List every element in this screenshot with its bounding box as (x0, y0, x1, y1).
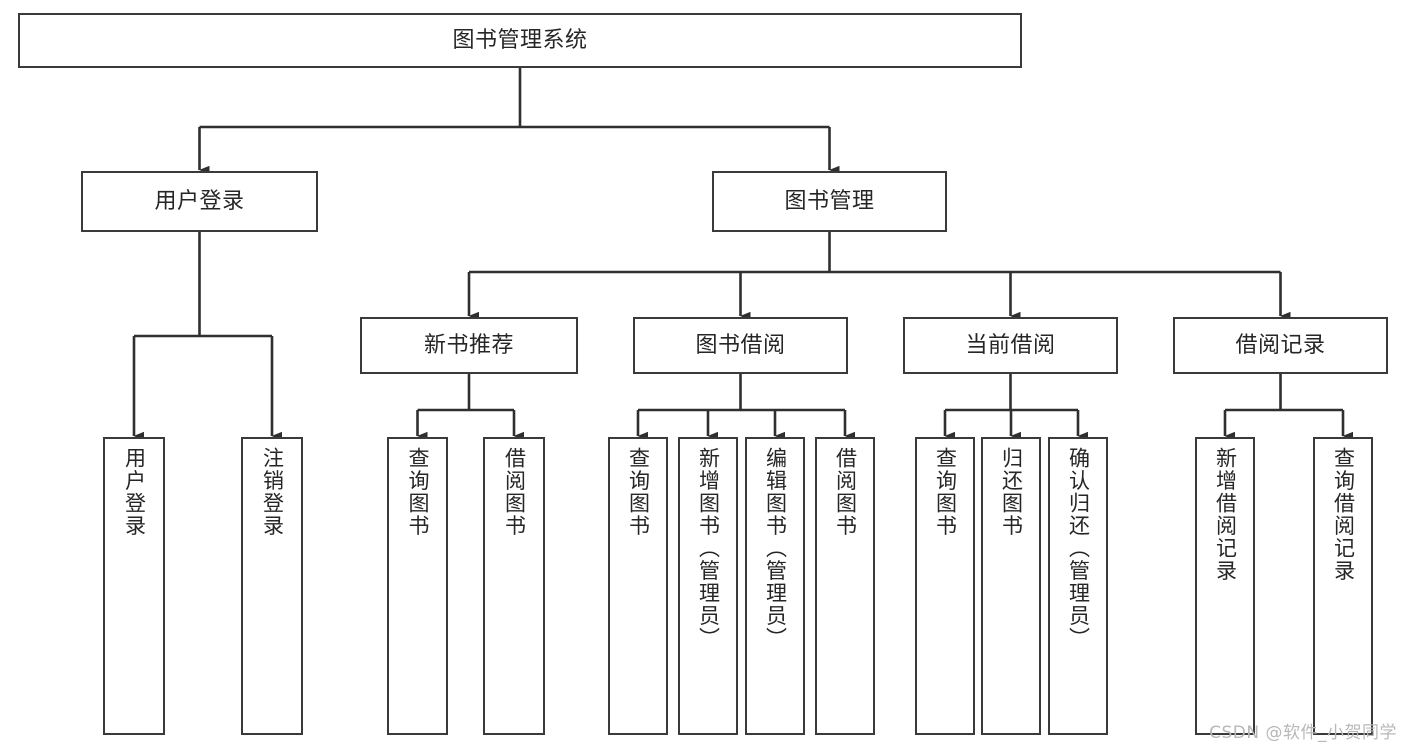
node-root[interactable]: 图书管理系统 (18, 13, 1022, 68)
node-borrow-record[interactable]: 借阅记录 (1173, 317, 1388, 374)
node-label-leaf-query-book-1: 查询图书 (406, 447, 430, 537)
node-label-leaf-query-book-3: 查询图书 (933, 447, 958, 537)
node-user-login[interactable]: 用户登录 (81, 171, 318, 232)
node-book-manage[interactable]: 图书管理 (712, 171, 947, 232)
node-label-borrow-record: 借阅记录 (1235, 332, 1326, 358)
node-leaf-borrow-book-2[interactable]: 借阅图书 (815, 437, 875, 735)
node-leaf-add-record[interactable]: 新增借阅记录 (1195, 437, 1255, 735)
node-leaf-edit-book[interactable]: 编辑图书（管理员） (745, 437, 805, 735)
node-leaf-add-book[interactable]: 新增图书（管理员） (678, 437, 738, 735)
node-label-current-borrow: 当前借阅 (965, 332, 1056, 358)
node-label-leaf-query-record: 查询借阅记录 (1331, 447, 1356, 582)
node-label-root: 图书管理系统 (452, 27, 588, 53)
node-new-book-rec[interactable]: 新书推荐 (360, 317, 578, 374)
node-leaf-query-book-3[interactable]: 查询图书 (915, 437, 975, 735)
node-leaf-user-login[interactable]: 用户登录 (103, 437, 165, 735)
node-label-new-book-rec: 新书推荐 (423, 332, 514, 358)
node-book-borrow[interactable]: 图书借阅 (633, 317, 848, 374)
node-leaf-confirm-return[interactable]: 确认归还（管理员） (1048, 437, 1108, 735)
node-leaf-query-record[interactable]: 查询借阅记录 (1313, 437, 1373, 735)
node-leaf-borrow-book-1[interactable]: 借阅图书 (483, 437, 545, 735)
node-label-leaf-confirm-return: 确认归还（管理员） (1066, 447, 1091, 650)
node-label-leaf-return-book: 归还图书 (999, 447, 1024, 537)
node-label-leaf-borrow-book-1: 借阅图书 (502, 447, 527, 537)
node-label-book-borrow: 图书借阅 (695, 332, 786, 358)
node-label-leaf-query-book-2: 查询图书 (626, 447, 651, 537)
node-label-user-login: 用户登录 (154, 188, 245, 214)
node-label-leaf-logout: 注销登录 (260, 447, 285, 537)
node-leaf-logout[interactable]: 注销登录 (241, 437, 303, 735)
node-label-leaf-user-login: 用户登录 (122, 447, 147, 537)
node-label-leaf-add-record: 新增借阅记录 (1213, 447, 1238, 582)
node-label-book-manage: 图书管理 (784, 188, 875, 214)
node-label-leaf-edit-book: 编辑图书（管理员） (763, 447, 788, 650)
node-leaf-return-book[interactable]: 归还图书 (981, 437, 1041, 735)
node-leaf-query-book-2[interactable]: 查询图书 (608, 437, 668, 735)
node-current-borrow[interactable]: 当前借阅 (903, 317, 1118, 374)
node-label-leaf-borrow-book-2: 借阅图书 (833, 447, 858, 537)
node-leaf-query-book-1[interactable]: 查询图书 (387, 437, 448, 735)
node-label-leaf-add-book: 新增图书（管理员） (696, 447, 721, 650)
connector-paths (132, 68, 1353, 441)
